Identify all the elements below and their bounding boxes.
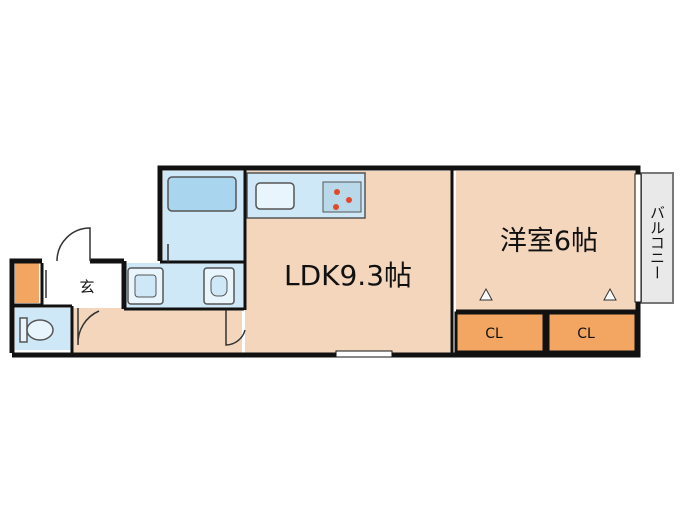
stove xyxy=(322,181,362,213)
door-marker-icon xyxy=(603,287,617,301)
closet-label-1: CL xyxy=(485,326,503,342)
wash-basin-bowl xyxy=(134,274,157,298)
balcony-label: バルコニー xyxy=(648,205,666,280)
stove-burner-icon xyxy=(334,189,340,195)
closet-label-2: CL xyxy=(577,326,595,342)
entrance-floor xyxy=(42,263,122,308)
shoe-closet xyxy=(15,263,39,303)
toilet-bowl xyxy=(26,319,54,341)
stove-burner-icon xyxy=(333,204,339,210)
toilet-tank xyxy=(19,317,28,343)
window xyxy=(335,350,393,358)
bathtub xyxy=(167,176,237,212)
hallway-floor xyxy=(72,306,242,353)
walls xyxy=(9,165,641,358)
stove-burner-icon xyxy=(346,197,352,203)
western-room-floor xyxy=(456,171,636,311)
ldk-label: LDK9.3帖 xyxy=(284,259,412,292)
closet-2 xyxy=(546,311,638,354)
closet-1 xyxy=(454,311,546,354)
kitchen-sink xyxy=(255,182,295,210)
entrance-label: 玄 xyxy=(79,278,94,296)
window xyxy=(634,173,642,303)
washing-machine-drum xyxy=(210,275,228,297)
door-marker-icon xyxy=(479,287,493,301)
interior-walls xyxy=(12,168,638,355)
western-room-label: 洋室6帖 xyxy=(500,226,598,257)
doors xyxy=(45,227,246,346)
